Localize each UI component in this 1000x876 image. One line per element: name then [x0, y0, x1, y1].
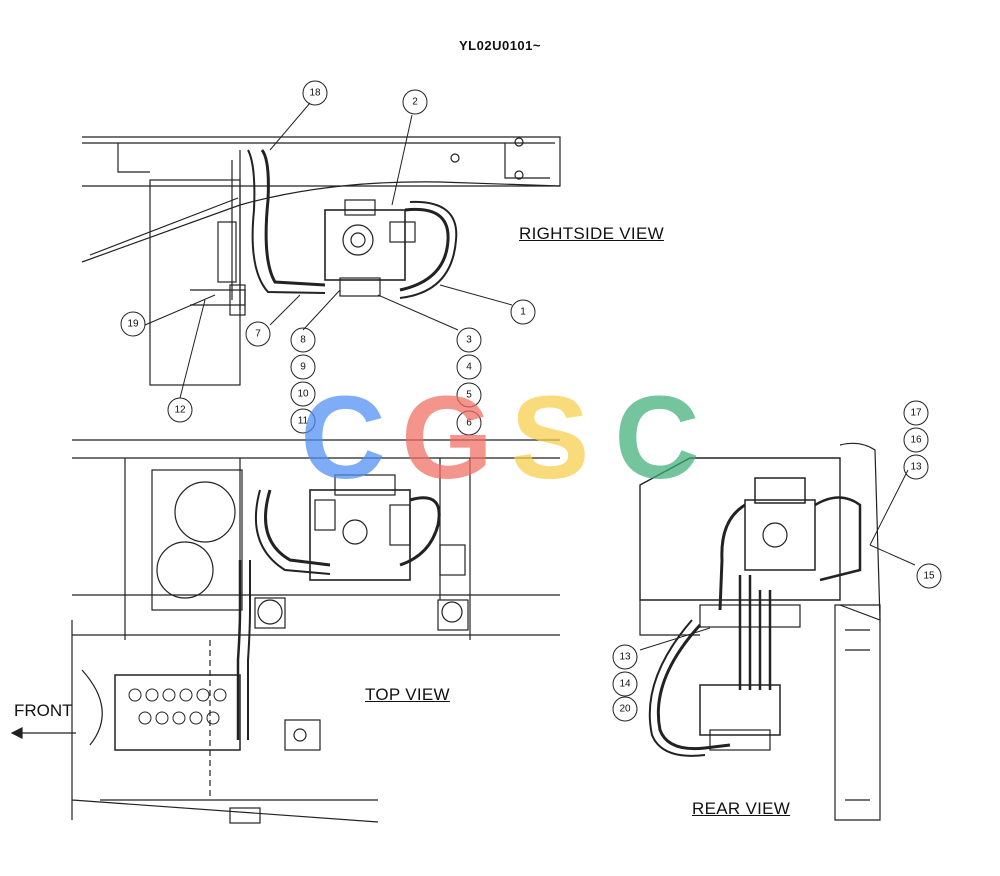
watermark-letter-c2: C — [614, 372, 699, 504]
callout-10: 10 — [297, 389, 309, 400]
callout-11: 11 — [298, 416, 309, 427]
callout-1: 1 — [520, 307, 526, 318]
callout-16: 16 — [910, 435, 922, 446]
rightside-view-drawing — [81, 136, 561, 386]
callout-13-rear-left: 13 — [619, 652, 631, 663]
rear-view-drawing — [639, 442, 881, 821]
callout-7: 7 — [255, 329, 261, 340]
callout-15: 15 — [923, 571, 935, 582]
watermark-letter-c1: C — [300, 372, 385, 504]
watermark-letter-s: S — [511, 372, 590, 504]
watermark-logo: C G S C — [300, 372, 699, 504]
callout-8: 8 — [300, 335, 306, 346]
callout-3: 3 — [466, 335, 472, 346]
drawing-code: YL02U0101~ — [459, 38, 541, 53]
top-view-drawing — [71, 439, 560, 824]
callout-17: 17 — [910, 408, 922, 419]
rightside-view-label: RIGHTSIDE VIEW — [519, 224, 664, 243]
callout-9: 9 — [300, 362, 306, 373]
callout-6: 6 — [466, 418, 472, 429]
rear-view-label: REAR VIEW — [692, 799, 791, 818]
callout-2: 2 — [412, 97, 418, 108]
front-direction-label: FRONT — [14, 701, 73, 720]
callout-13-rear-top: 13 — [910, 462, 922, 473]
callout-4: 4 — [466, 362, 472, 373]
callout-5: 5 — [466, 390, 472, 401]
callout-12: 12 — [174, 405, 186, 416]
top-view-label: TOP VIEW — [365, 685, 450, 704]
callout-20: 20 — [619, 704, 631, 715]
callout-14: 14 — [619, 679, 631, 690]
callout-18: 18 — [309, 88, 321, 99]
watermark-letter-g: G — [401, 372, 493, 504]
callout-19: 19 — [127, 319, 139, 330]
